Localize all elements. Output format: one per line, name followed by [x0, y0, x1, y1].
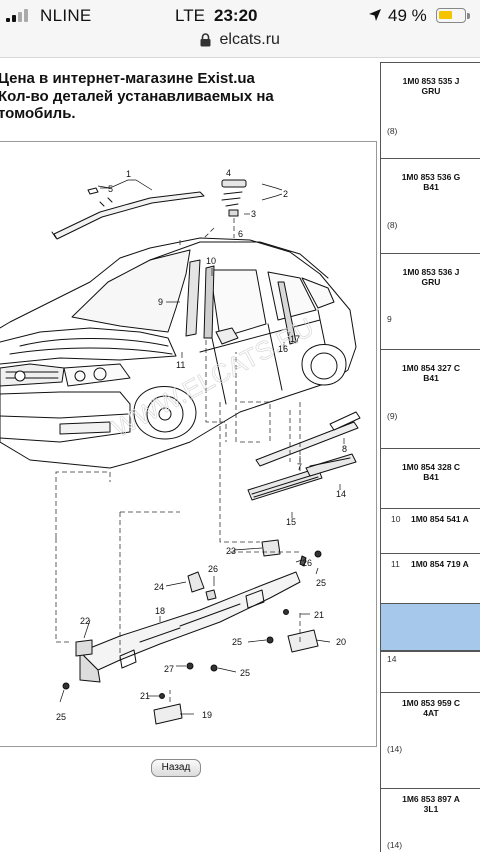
status-bar: NLINE LTE 23:20 49 %	[0, 0, 480, 32]
network-type: LTE	[175, 6, 205, 25]
diagram-drawing: WWW.ELCATS.RU 1 2 3 4 5 6 7 8 9 10 11 14…	[0, 168, 361, 725]
address-bar[interactable]: elcats.ru	[0, 31, 480, 55]
callout-label: 14	[336, 489, 346, 499]
location-arrow-icon	[369, 9, 381, 21]
parts-diagram[interactable]: WWW.ELCATS.RU 1 2 3 4 5 6 7 8 9 10 11 14…	[0, 141, 377, 747]
callout-label: 24	[154, 582, 164, 592]
part-number[interactable]: 1M0 854 328 C B41	[401, 462, 461, 482]
qty-note-line1: Кол-во деталей устанавливаемых на	[0, 87, 274, 105]
battery-percentage: 49 %	[388, 6, 427, 25]
part-number[interactable]: 1M0 853 536 J GRU	[402, 267, 460, 287]
status-time: 23:20	[214, 6, 258, 25]
part-position: (8)	[387, 220, 398, 230]
carrier-name: NLINE	[40, 6, 92, 25]
callout-label: 15	[286, 517, 296, 527]
callout-label: 11	[176, 360, 185, 370]
part-row[interactable]: 1M0 854 328 C B41	[381, 448, 480, 508]
battery-icon	[436, 8, 470, 23]
callout-label: 17	[290, 334, 300, 344]
part-number[interactable]: 1M6 853 897 A 3L1	[402, 794, 460, 814]
part-position: 14	[387, 654, 397, 664]
qty-note-line2: томобиль.	[0, 105, 76, 122]
page-header: Цена в интернет-магазине Exist.ua Кол-во…	[0, 70, 376, 123]
part-position: (14)	[387, 840, 403, 850]
part-row[interactable]: 1M0 853 536 J GRU 9	[381, 253, 480, 324]
callout-label: 9	[158, 297, 163, 307]
price-note: Цена в интернет-магазине Exist.ua	[0, 70, 255, 87]
callout-label: 5	[108, 184, 113, 194]
parts-list: 1M0 853 535 J GRU (8) 1M0 853 536 G B41 …	[380, 62, 480, 852]
part-number[interactable]: 1M0 854 719 A	[411, 559, 469, 569]
part-row[interactable]: 1M0 853 535 J GRU (8)	[381, 62, 480, 136]
callout-label: 25	[232, 637, 242, 647]
callout-label: 16	[278, 344, 288, 354]
callout-label: 1	[126, 169, 131, 179]
callout-label: 6	[238, 229, 243, 239]
part-position: (9)	[387, 411, 398, 421]
part-row[interactable]: 10 1M0 854 541 A	[381, 508, 480, 550]
part-number[interactable]: 1M0 853 535 J GRU	[402, 76, 460, 96]
callout-label: 23	[226, 546, 236, 556]
callout-label: 21	[314, 610, 324, 620]
part-number[interactable]: 1M0 853 536 G B41	[401, 172, 461, 192]
callout-label: 25	[240, 668, 250, 678]
callout-label: 10	[206, 256, 216, 266]
callout-label: 2	[283, 189, 288, 199]
browser-chrome: NLINE LTE 23:20 49 % elcats.ru	[0, 0, 480, 58]
part-position: 10	[391, 514, 401, 524]
part-position: (14)	[387, 744, 403, 754]
callout-label: 21	[140, 691, 150, 701]
lock-icon	[200, 33, 211, 47]
page-url: elcats.ru	[219, 31, 280, 48]
part-number[interactable]: 1M0 853 959 C 4AT	[401, 698, 461, 718]
part-row[interactable]: 1M0 853 536 G B41 (8)	[381, 158, 480, 230]
part-position: (8)	[387, 126, 398, 136]
part-number[interactable]: 1M0 854 541 A	[411, 514, 469, 524]
callout-label: 25	[56, 712, 66, 722]
callout-label: 7	[297, 462, 302, 472]
part-row[interactable]: 1M0 853 959 C 4AT (14)	[381, 692, 480, 754]
part-number[interactable]: 1M0 854 327 C B41	[401, 363, 461, 383]
callout-label: 18	[155, 606, 165, 616]
part-row[interactable]: 1M0 854 327 C B41 (9)	[381, 349, 480, 421]
signal-strength-icon	[6, 8, 36, 22]
part-position: 9	[387, 314, 392, 324]
callout-label: 26	[302, 558, 312, 568]
part-row: 14	[381, 651, 480, 691]
part-row[interactable]: 1M6 853 897 A 3L1 (14)	[381, 788, 480, 850]
selected-row-highlight[interactable]	[381, 603, 480, 651]
callout-label: 4	[226, 168, 231, 178]
callout-label: 26	[208, 564, 218, 574]
callout-label: 8	[342, 444, 347, 454]
callout-label: 19	[202, 710, 212, 720]
part-row[interactable]: 11 1M0 854 719 A	[381, 553, 480, 603]
callout-label: 22	[80, 616, 90, 626]
back-button[interactable]: Назад	[151, 759, 201, 777]
callout-label: 25	[316, 578, 326, 588]
callout-label: 20	[336, 637, 346, 647]
part-position: 11	[391, 559, 400, 569]
callout-label: 27	[164, 664, 174, 674]
callout-label: 3	[251, 209, 256, 219]
